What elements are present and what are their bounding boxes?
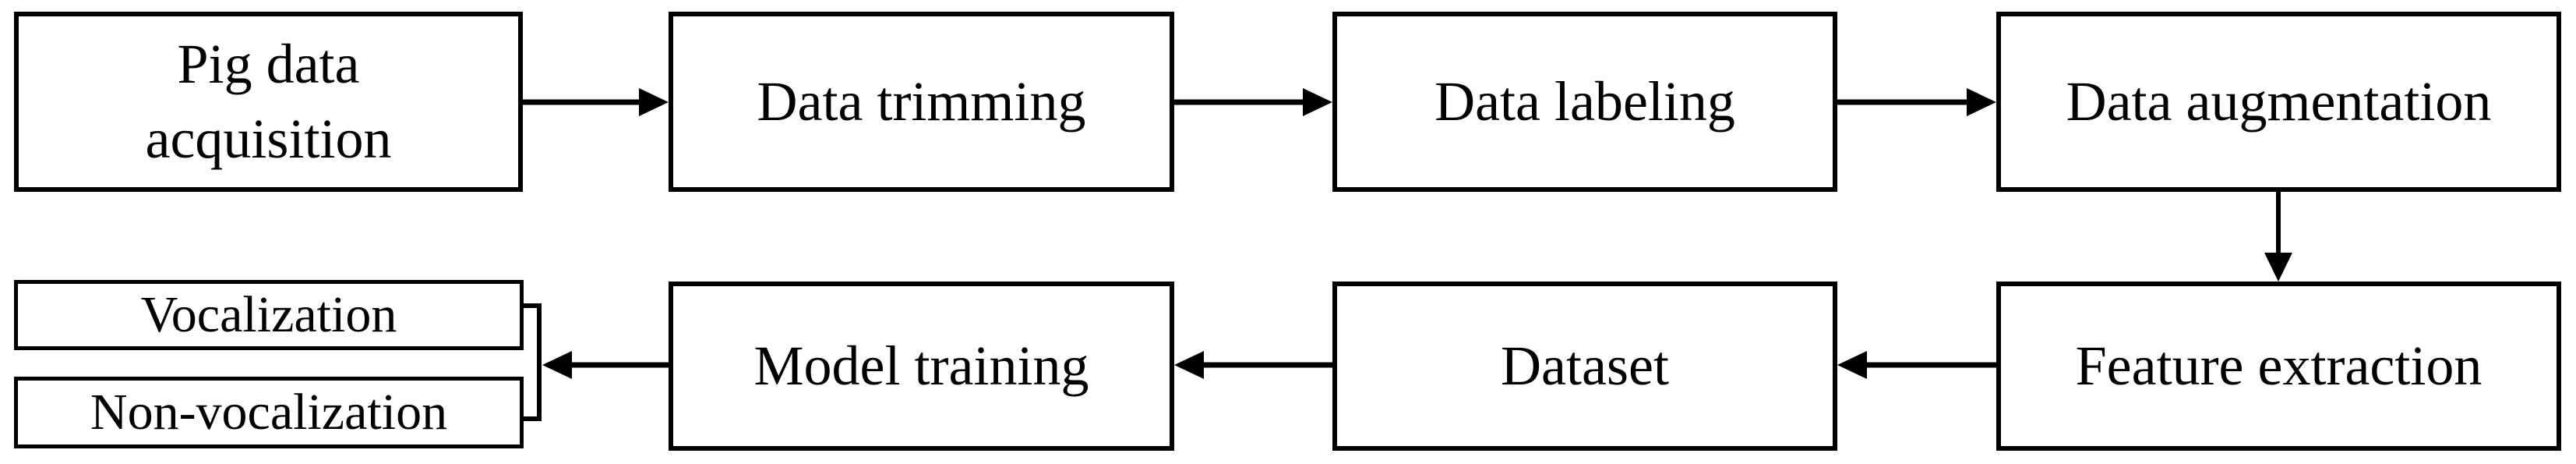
node-label-dataset: Dataset [1501, 334, 1669, 397]
arrow-trimming-to-labeling [1174, 88, 1332, 116]
arrow-model-training-to-outputs [542, 351, 669, 379]
node-label-non-vocalization: Non-vocalization [90, 384, 448, 441]
node-label-data-labeling: Data labeling [1434, 69, 1735, 133]
node-feature-extraction: Feature extraction [1996, 282, 2561, 451]
arrow-feature-extraction-to-dataset [1837, 351, 1996, 379]
node-label-feature-extraction: Feature extraction [2075, 334, 2482, 397]
node-pig-data-acquisition: Pig data acquisition [14, 12, 523, 192]
node-data-trimming: Data trimming [669, 12, 1174, 192]
node-data-augmentation: Data augmentation [1996, 12, 2561, 192]
node-label-pig-data-acquisition: Pig data acquisition [145, 33, 392, 170]
node-data-labeling: Data labeling [1332, 12, 1837, 192]
output-group-bracket [523, 303, 542, 421]
node-non-vocalization: Non-vocalization [14, 377, 524, 448]
arrow-augmentation-to-feature-extraction [2264, 192, 2292, 282]
node-label-vocalization: Vocalization [140, 286, 397, 344]
node-label-data-augmentation: Data augmentation [2066, 69, 2492, 133]
arrow-acquisition-to-trimming [523, 88, 669, 116]
node-model-training: Model training [669, 282, 1174, 451]
node-vocalization: Vocalization [14, 280, 524, 350]
node-label-model-training: Model training [753, 334, 1089, 397]
arrow-dataset-to-model-training [1174, 351, 1332, 379]
arrow-labeling-to-augmentation [1837, 88, 1996, 116]
node-label-data-trimming: Data trimming [757, 69, 1086, 133]
node-dataset: Dataset [1332, 282, 1837, 451]
